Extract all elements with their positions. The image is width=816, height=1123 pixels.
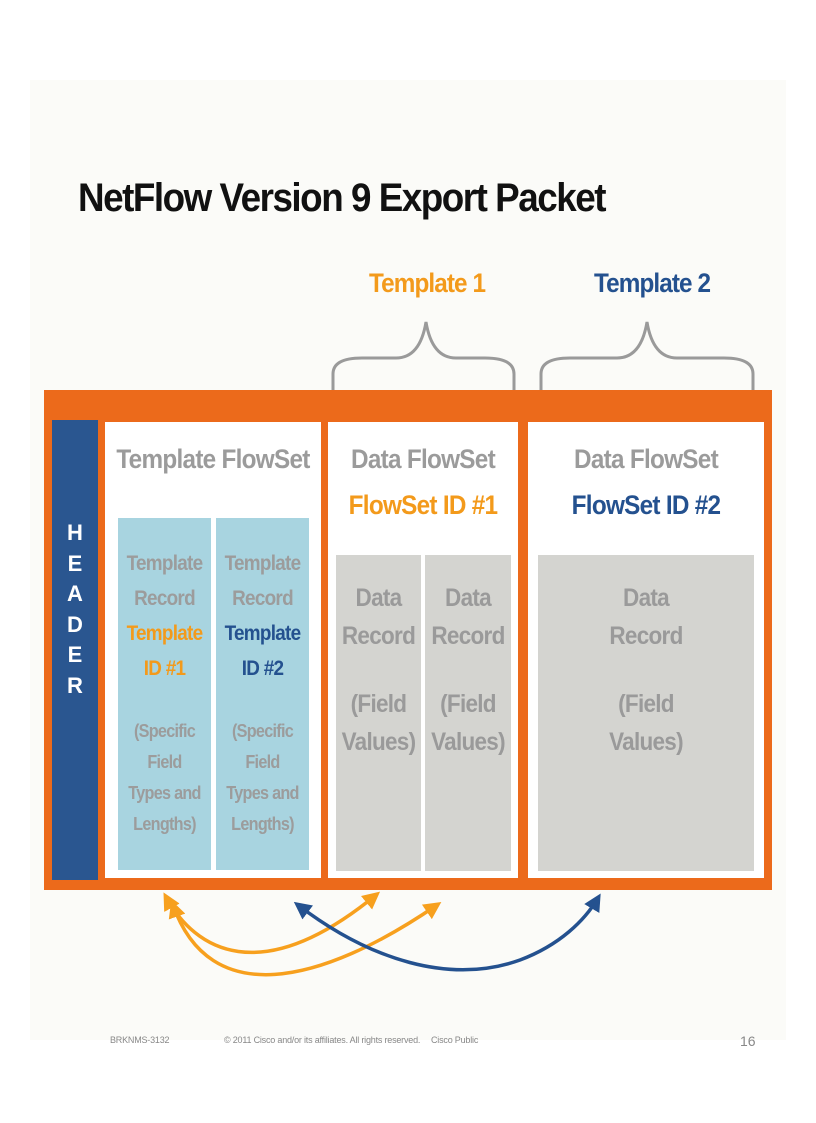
record-label: Data — [445, 584, 492, 612]
template-2-label: Template 2 — [594, 268, 711, 298]
footer-classification: Cisco Public — [431, 1035, 479, 1045]
arrow-template-1-to-data-1a — [163, 891, 381, 954]
header-letter: E — [67, 642, 83, 667]
record-desc: Field — [147, 752, 182, 772]
record-desc: Types and — [128, 783, 201, 803]
header-letter: E — [67, 550, 83, 576]
record-desc: Values) — [431, 728, 505, 756]
template-record-2: Template Record Template ID #2 (Specific… — [216, 518, 309, 870]
slide-title: NetFlow Version 9 Export Packet — [78, 176, 606, 220]
template-1-brace — [331, 321, 516, 390]
template-record-1: Template Record Template ID #1 (Specific… — [118, 518, 211, 870]
data-flowset-1-title: Data FlowSet — [351, 444, 496, 474]
record-desc: Lengths) — [133, 814, 196, 834]
record-desc: (Field — [350, 690, 407, 718]
template-1-label: Template 1 — [369, 268, 486, 298]
footer-copyright: © 2011 Cisco and/or its affiliates. All … — [224, 1035, 421, 1045]
template-id-value: ID #2 — [241, 657, 284, 680]
record-label: Record — [232, 587, 294, 610]
flowset-id-2: FlowSet ID #2 — [571, 490, 721, 520]
page-number: 16 — [740, 1033, 756, 1049]
data-flowset-2-title: Data FlowSet — [574, 444, 719, 474]
record-desc: (Specific — [133, 721, 196, 741]
flowset-id-1: FlowSet ID #1 — [348, 490, 498, 520]
header-letter: R — [67, 672, 83, 698]
arrow-template-2-to-data-2 — [293, 893, 601, 972]
record-label: Record — [431, 622, 505, 650]
record-label: Template — [126, 552, 204, 575]
record-desc: Values) — [609, 728, 683, 756]
data-record-1b: Data Record (Field Values) — [425, 555, 511, 871]
template-id-value: ID #1 — [143, 657, 186, 680]
header-letter: H — [67, 520, 83, 545]
header-letter: A — [67, 581, 83, 606]
packet-header — [52, 420, 98, 880]
template-id-label: Template — [126, 622, 204, 645]
record-desc: Field — [245, 752, 280, 772]
record-desc: Lengths) — [231, 814, 294, 834]
footer-session-code: BRKNMS-3132 — [110, 1035, 170, 1045]
template-2-brace — [539, 321, 755, 390]
template-id-label: Template — [224, 622, 302, 645]
record-label: Template — [224, 552, 302, 575]
record-desc: (Specific — [231, 721, 294, 741]
record-desc: (Field — [618, 690, 674, 718]
record-label: Data — [355, 584, 403, 612]
record-desc: (Field — [440, 690, 496, 718]
record-desc: Values) — [341, 728, 416, 756]
data-record-2: Data Record (Field Values) — [538, 555, 754, 871]
record-label: Record — [134, 587, 196, 610]
data-record-1a: Data Record (Field Values) — [336, 555, 421, 871]
record-label: Record — [341, 622, 416, 650]
record-label: Record — [609, 622, 683, 650]
template-flowset-title: Template FlowSet — [116, 444, 310, 474]
arrow-template-1-to-data-1b — [168, 900, 442, 977]
header-letter: D — [67, 611, 83, 637]
header-label: H E A D E R — [52, 518, 98, 701]
record-label: Data — [623, 584, 670, 612]
record-desc: Types and — [226, 783, 299, 803]
